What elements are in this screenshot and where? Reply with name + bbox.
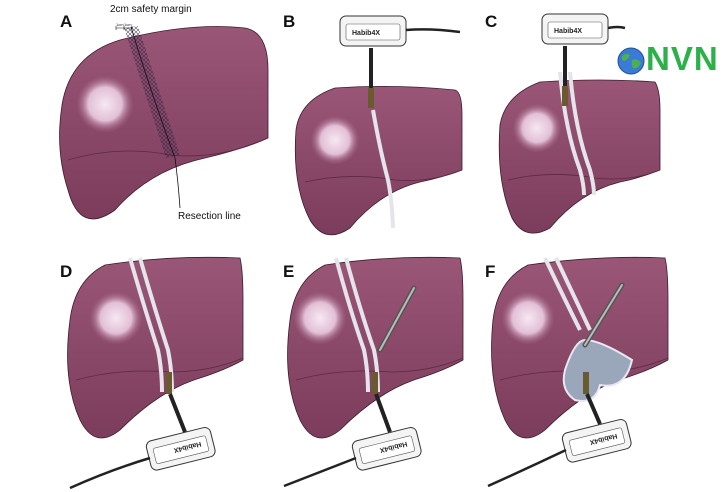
probe-tip-e — [372, 372, 378, 394]
margin-right-label: 1cm — [124, 22, 132, 27]
tumor-b — [311, 116, 359, 164]
margin-bracket-a — [115, 26, 133, 30]
tumor-e — [294, 292, 346, 344]
probe-label-b: Habib4X — [352, 30, 380, 37]
nvn-logo: NVN — [616, 40, 721, 80]
probe-shaft-b — [369, 48, 373, 108]
panel-b: Habib4X — [294, 15, 463, 236]
track-d1 — [128, 257, 164, 393]
liver-c — [498, 79, 661, 234]
liver-c-edge — [507, 169, 661, 181]
panel-label-a: A — [60, 12, 73, 31]
liver-e-edge — [295, 357, 464, 381]
track-f1 — [543, 257, 582, 331]
liver-b-edge — [304, 169, 463, 183]
panel-label-d: D — [60, 262, 73, 281]
panel-c: Habib4X — [498, 13, 661, 234]
tumor-c — [513, 104, 561, 152]
track-b — [371, 109, 395, 229]
probe-shaft-c — [563, 46, 567, 104]
probe-handle-b: Habib4X — [339, 15, 461, 47]
resection-line-a — [130, 26, 181, 209]
tumor-f — [502, 292, 554, 344]
probe-shaft-d — [168, 393, 187, 433]
panel-f: Habib4X — [487, 256, 669, 488]
resection-cavity-f — [562, 338, 634, 402]
probe-tip-d — [166, 372, 172, 394]
probe-handle-f: Habib4X — [561, 419, 632, 463]
logo-text: NVN — [646, 40, 719, 77]
cable-f — [487, 448, 567, 488]
safety-margin-label: 2cm safety margin — [110, 4, 192, 15]
tumor-a — [77, 76, 133, 132]
track-c2 — [568, 71, 596, 196]
probe-tip-f — [583, 372, 589, 394]
probe-shaft-e — [374, 393, 392, 433]
resection-line-label: Resection line — [178, 211, 241, 222]
probe-handle-e: Habib4X — [351, 427, 422, 471]
panel-label-c: C — [485, 12, 498, 31]
scalpel-e-outline — [379, 287, 415, 351]
panel-a — [59, 26, 269, 220]
probe-tip-c — [562, 86, 568, 106]
track-e1 — [334, 257, 370, 393]
probe-handle-d: Habib4X — [145, 427, 216, 471]
probe-label-c: Habib4X — [554, 28, 582, 35]
panel-label-b: B — [283, 12, 296, 31]
cable-d — [69, 456, 151, 490]
track-f2 — [554, 257, 592, 331]
probe-handle-c: Habib4X — [541, 13, 626, 45]
panel-label-f: F — [485, 262, 496, 281]
cable-e — [283, 456, 357, 488]
tumor-d — [90, 292, 142, 344]
probe-shaft-f — [585, 393, 602, 425]
margin-left-label: 1cm — [116, 22, 124, 27]
probe-tip-b — [368, 88, 374, 108]
scalpel-f-outline — [584, 284, 623, 346]
panel-label-e: E — [283, 262, 295, 281]
liver-b — [294, 86, 463, 236]
panel-d: Habib4X — [67, 256, 244, 490]
globe-icon — [617, 47, 645, 75]
panel-e: Habib4X — [283, 256, 464, 488]
